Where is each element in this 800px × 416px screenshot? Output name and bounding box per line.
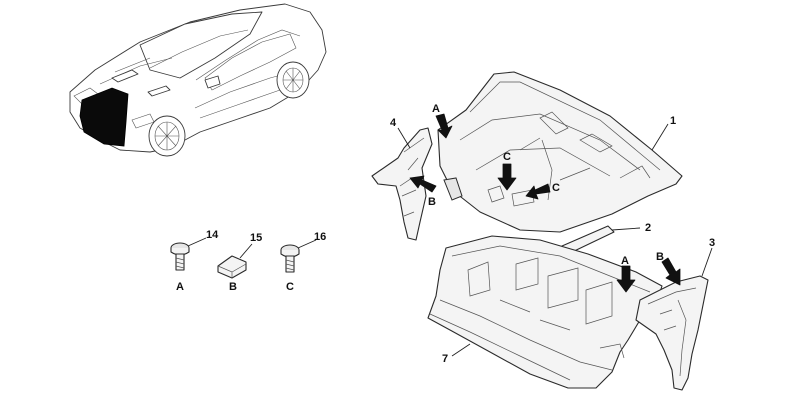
fastener-15-clip <box>217 255 247 279</box>
arrow-label-c-center-2: C <box>552 182 560 194</box>
callout-7: 7 <box>442 353 448 365</box>
arrow-label-a-lower: A <box>621 255 629 267</box>
part-3-side-bracket <box>635 275 709 391</box>
arrow-b-left <box>409 175 437 193</box>
front-wheel-icon <box>148 115 186 157</box>
fastener-label-a: A <box>176 281 184 293</box>
fastener-label-b: B <box>229 281 237 293</box>
rear-wheel-icon <box>276 61 310 99</box>
arrow-label-b-lower: B <box>656 251 664 263</box>
car-overview <box>69 3 327 157</box>
arrow-label-b-left: B <box>428 196 436 208</box>
highlighted-undertray-area <box>79 87 129 147</box>
fastener-label-c: C <box>286 281 294 293</box>
part-1-undertray-panel <box>437 71 683 233</box>
part-7-lower-tray <box>427 235 663 389</box>
arrow-a-lower <box>616 265 636 293</box>
callout-1: 1 <box>670 115 676 127</box>
arrow-a-top <box>435 113 453 139</box>
callout-15: 15 <box>250 232 262 244</box>
callout-3: 3 <box>709 237 715 249</box>
arrow-c-center-1 <box>497 163 517 191</box>
arrow-label-c-center-1: C <box>503 151 511 163</box>
arrow-label-a-top: A <box>432 103 440 115</box>
arrow-b-lower <box>661 257 681 286</box>
callout-16: 16 <box>314 231 326 243</box>
fastener-14-screw <box>170 242 190 271</box>
fastener-16-screw <box>280 244 300 273</box>
callout-14: 14 <box>206 229 219 241</box>
callout-4: 4 <box>390 117 397 129</box>
part-4-side-bracket <box>371 127 433 241</box>
callout-2: 2 <box>645 222 651 234</box>
arrow-c-center-2 <box>525 183 551 200</box>
